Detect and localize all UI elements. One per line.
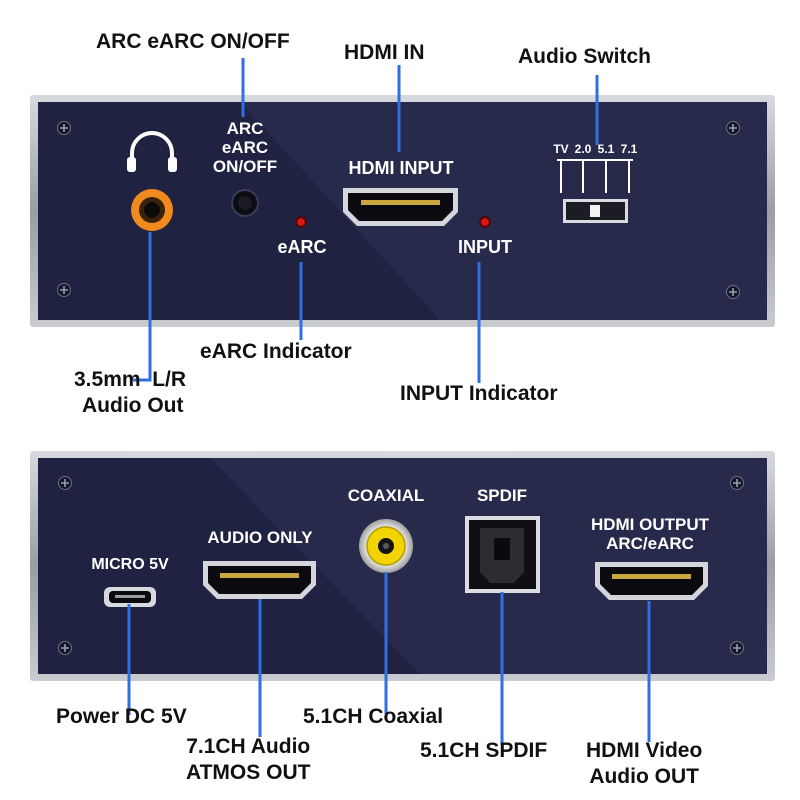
switch-position-2-0: 2.0 [574,142,592,156]
screw-icon [58,641,72,655]
leader-audio-out [133,232,152,382]
hdmi-output-label-line2: ARC/eARC [606,534,694,553]
hdmi-output-port [595,562,708,600]
callout-audio-out-line2: Audio Out [82,394,184,418]
arc-switch-label: ARC eARC ON/OFF [204,119,286,176]
arc-switch-label-line1: ARC [226,119,264,138]
screw-icon [57,283,71,297]
arc-switch-label-line2: eARC [221,138,269,157]
screw-icon [57,121,71,135]
headphones-icon [127,131,177,172]
hdmi-audio-only-port [203,561,316,599]
hdmi-input-label: HDMI INPUT [348,158,454,178]
earc-led-label: eARC [277,237,327,257]
callout-hdmi-video-line2: Audio OUT [589,765,699,789]
earc-led [295,216,307,228]
hdmi-output-label-line1: HDMI OUTPUT [590,515,710,534]
callout-audio-switch: Audio Switch [518,45,651,68]
headphone-jack [131,189,173,231]
callout-hdmi-video: HDMI Video Audio OUT [586,738,702,791]
audio-switch-ticks [557,159,633,193]
screw-icon [726,121,740,135]
switch-position-5-1: 5.1 [597,142,615,156]
hdmi-output-label: HDMI OUTPUT ARC/eARC [570,515,730,553]
bottom-panel [30,451,775,681]
arc-earc-switch [231,189,259,217]
callout-audio-out: 3.5mm L/R Audio Out [74,367,186,420]
audio-only-label: AUDIO ONLY [207,528,313,547]
callout-hdmi-in: HDMI IN [344,41,425,64]
switch-position-7-1: 7.1 [620,142,638,156]
screw-icon [726,285,740,299]
spdif-port [465,516,540,593]
screw-icon [730,476,744,490]
callout-coaxial: 5.1CH Coaxial [303,705,444,728]
callout-arc-earc: ARC eARC ON/OFF [96,30,290,53]
leader-lines [127,58,651,745]
arc-switch-label-line3: ON/OFF [212,157,278,176]
input-led-label: INPUT [458,237,512,257]
audio-switch [563,199,628,223]
screw-icon [58,476,72,490]
callout-earc-indicator: eARC Indicator [200,340,352,363]
coaxial-label: COAXIAL [347,486,425,505]
screw-icon [730,641,744,655]
callout-hdmi-video-line1: HDMI Video [586,739,703,762]
input-led [479,216,491,228]
spdif-label: SPDIF [476,486,528,505]
callout-atmos-line2: ATMOS OUT [186,761,311,785]
top-panel [30,95,775,327]
switch-position-tv: TV [553,142,569,156]
callout-atmos: 7.1CH Audio ATMOS OUT [186,734,310,787]
callout-atmos-line1: 7.1CH Audio [186,735,311,758]
micro-usb-label: MICRO 5V [91,556,169,573]
callout-input-indicator: INPUT Indicator [400,382,558,405]
callout-audio-out-line1: 3.5mm L/R [74,368,187,391]
coaxial-port [359,519,413,573]
callout-spdif: 5.1CH SPDIF [420,739,548,762]
micro-usb-port [104,587,156,607]
hdmi-input-port [343,188,458,226]
callout-power: Power DC 5V [56,705,187,728]
